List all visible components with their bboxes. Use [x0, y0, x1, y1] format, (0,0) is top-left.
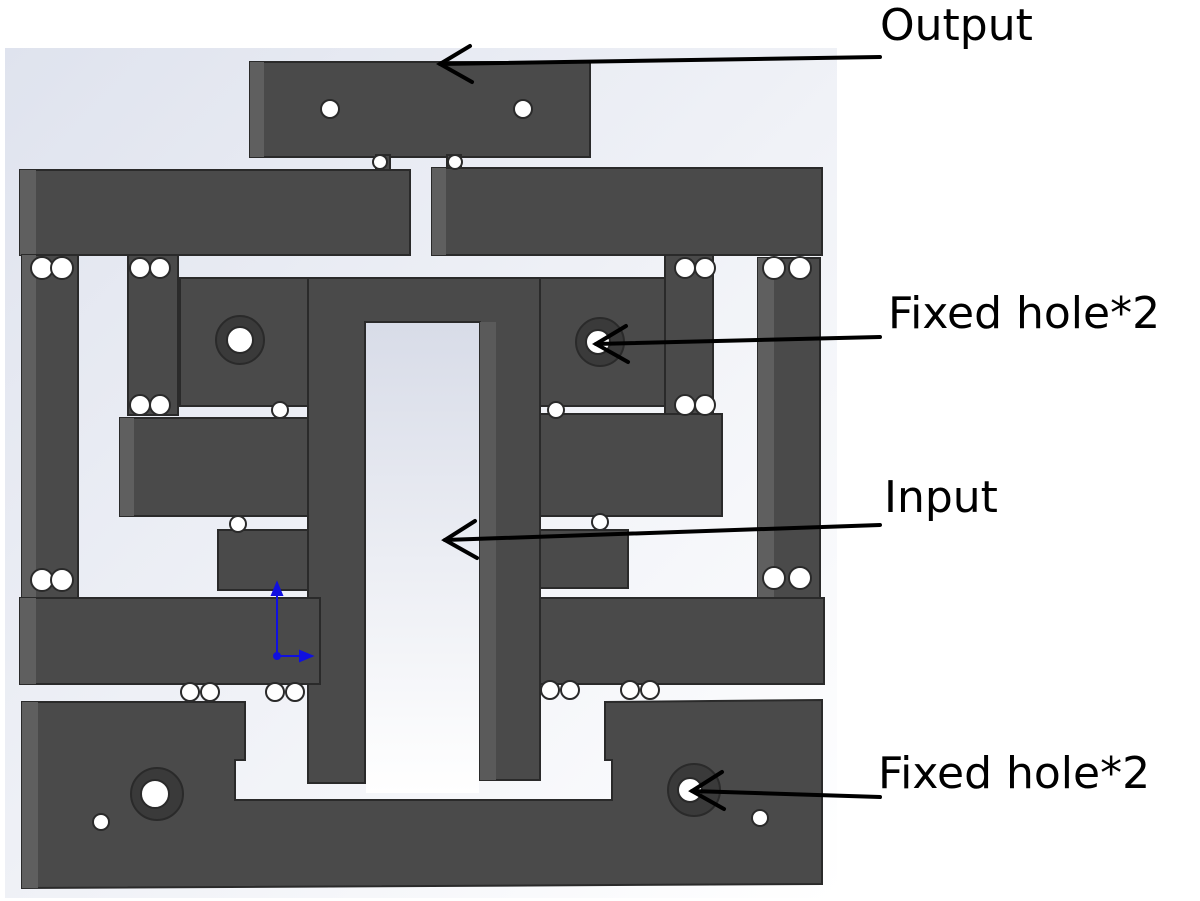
right-inner-link: [664, 254, 714, 416]
input-arrowhead: [441, 519, 479, 560]
fixed-hole-top-arrow: [594, 335, 882, 346]
top-arm-right-edge: [432, 168, 446, 255]
base-plate: [21, 698, 823, 890]
output-label: Output: [880, 0, 1033, 51]
input-arrow: [443, 523, 882, 542]
bottom-arm-left: [19, 597, 321, 685]
fixed-hole-bottom-label: Fixed hole*2: [878, 748, 1151, 799]
coordinate-triad-icon: [270, 580, 315, 663]
top-arm-left-edge: [20, 170, 36, 255]
top-arm-left: [19, 169, 411, 256]
flexure-part: [19, 61, 825, 890]
output-hole-right: [513, 99, 533, 119]
output-block-edge: [250, 62, 264, 157]
input-frame-inner-edge: [480, 322, 496, 780]
mid-arm-left-edge: [120, 418, 134, 516]
callout-arrows: [436, 44, 882, 811]
bottom-arm-right: [539, 597, 825, 685]
left-inner-link: [127, 254, 179, 416]
mid-arm-left: [119, 417, 309, 517]
left-outer-beam-edge: [22, 255, 36, 600]
right-outer-beam-edge: [758, 258, 774, 598]
fixed-hole-top-arrowhead: [592, 324, 630, 364]
bottom-arm-left-edge: [20, 598, 36, 684]
output-arrowhead: [436, 44, 474, 84]
output-block: [249, 61, 591, 158]
base-plate-edge: [22, 702, 38, 888]
fixed-hole-top-left: [226, 326, 254, 354]
top-arm-right: [431, 167, 823, 256]
input-slot: [366, 323, 479, 793]
fixed-hole-bottom-left: [140, 779, 170, 809]
fixed-hole-bottom-arrowhead: [688, 770, 726, 811]
base-small-hole-right: [751, 809, 769, 827]
output-hole-left: [320, 99, 340, 119]
input-label: Input: [884, 472, 998, 523]
base-small-hole-left: [92, 813, 110, 831]
lower-connector-left: [217, 529, 309, 591]
fixed-hole-top-label: Fixed hole*2: [888, 288, 1161, 339]
output-arrow: [438, 55, 882, 66]
notch-hinges: [30, 154, 812, 702]
lower-connector-right: [539, 529, 629, 589]
mid-arm-right: [539, 413, 723, 517]
fixed-hole-bottom-arrow: [690, 789, 882, 799]
